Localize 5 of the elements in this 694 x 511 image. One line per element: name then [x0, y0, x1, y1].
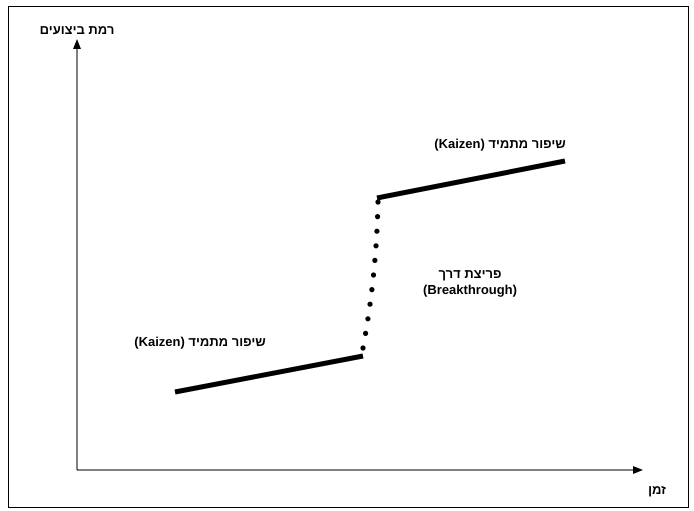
text-label: שיפור מתמיד (Kaizen) [134, 334, 266, 350]
text-label: זמן [648, 482, 666, 498]
text-label: פריצת דרך (Breakthrough) [422, 266, 518, 298]
text-label: שיפור מתמיד (Kaizen) [434, 136, 566, 152]
text-label: רמת ביצועים [40, 22, 114, 38]
